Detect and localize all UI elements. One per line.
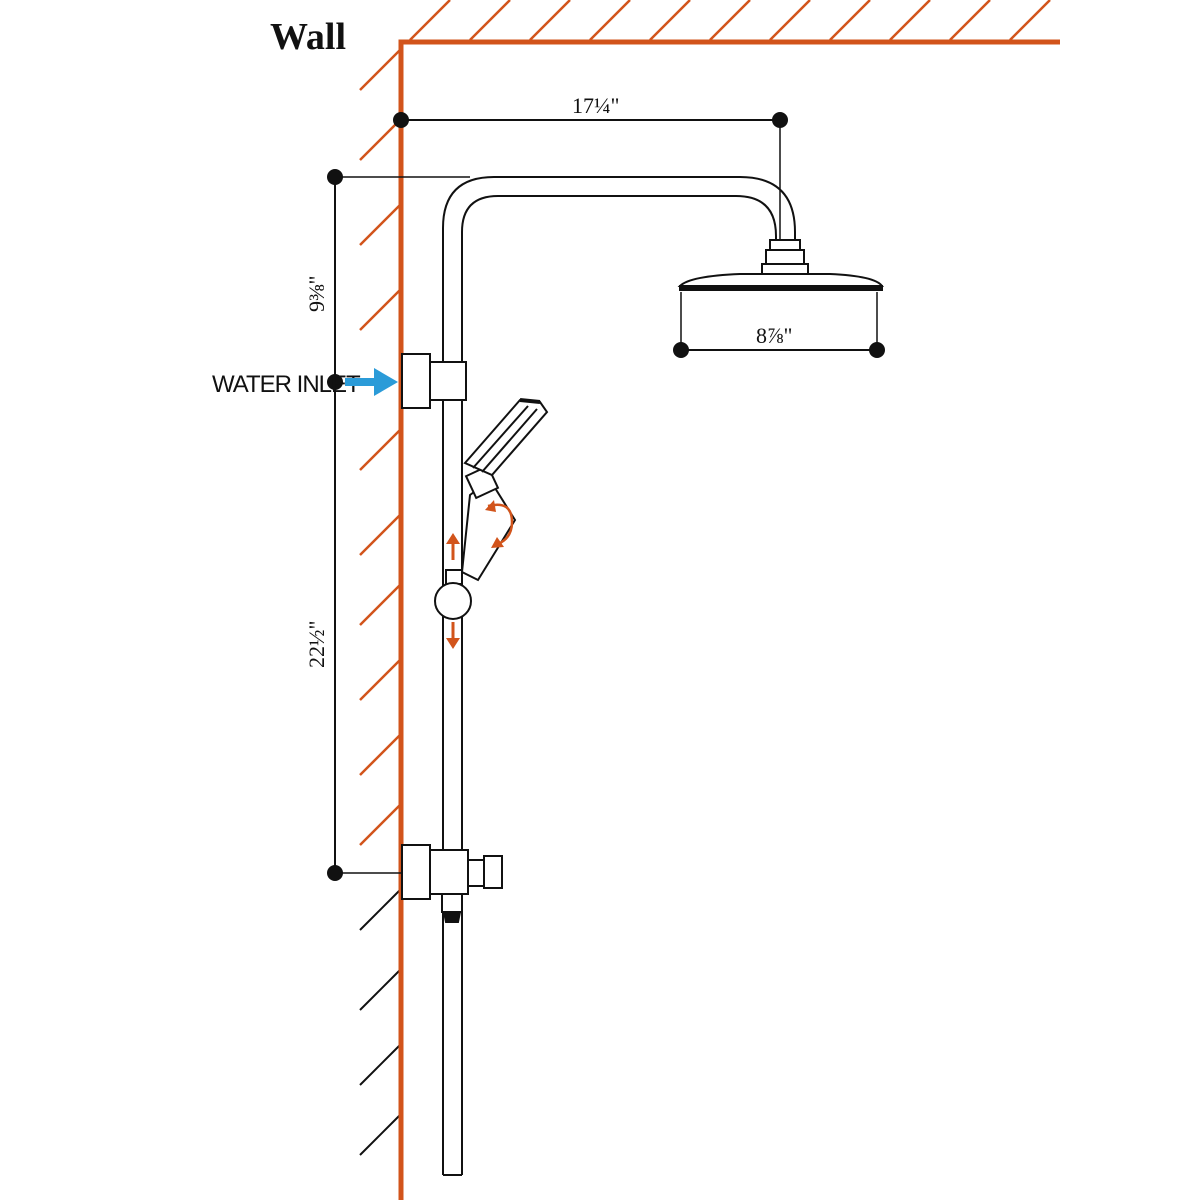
dimension-dot — [772, 112, 788, 128]
dimension-lower-height-label: 22½" — [304, 621, 329, 668]
slider-motion-arrows — [446, 533, 460, 649]
dimension-head-diameter-label: 8⅞" — [756, 323, 792, 348]
rain-shower-head — [677, 239, 884, 291]
wall-hatching-left-orange — [359, 49, 401, 846]
dimension-dot — [327, 374, 343, 390]
hand-shower — [460, 398, 549, 582]
water-inlet-label: WATER INLET — [212, 371, 361, 398]
wall-hatching-left-black — [359, 889, 401, 1156]
dimension-dot — [327, 865, 343, 881]
dimension-head-diameter: 8⅞" — [673, 292, 885, 358]
dimension-dot — [869, 342, 885, 358]
wall-label: Wall — [270, 16, 346, 58]
dimension-dot — [393, 112, 409, 128]
upper-wall-bracket — [401, 353, 467, 409]
slider — [434, 569, 472, 620]
water-inlet-arrow — [345, 368, 398, 396]
wall: Wall — [270, 0, 1060, 1200]
hand-shower-rotate-arrow — [485, 500, 514, 548]
dimension-dot — [673, 342, 689, 358]
dimension-vertical: 9⅜" 22½" — [304, 169, 470, 881]
dimension-top-reach: 17¼" — [393, 93, 788, 240]
wall-hatching-top — [409, 0, 1051, 41]
wall-outline — [398, 39, 1060, 1200]
water-inlet: WATER INLET — [212, 368, 398, 398]
riser-pipe — [442, 176, 796, 1176]
dimension-upper-height-label: 9⅜" — [304, 276, 329, 312]
dimension-dot — [327, 169, 343, 185]
dimension-top-reach-label: 17¼" — [572, 93, 619, 118]
lower-diverter-bracket — [401, 844, 503, 923]
